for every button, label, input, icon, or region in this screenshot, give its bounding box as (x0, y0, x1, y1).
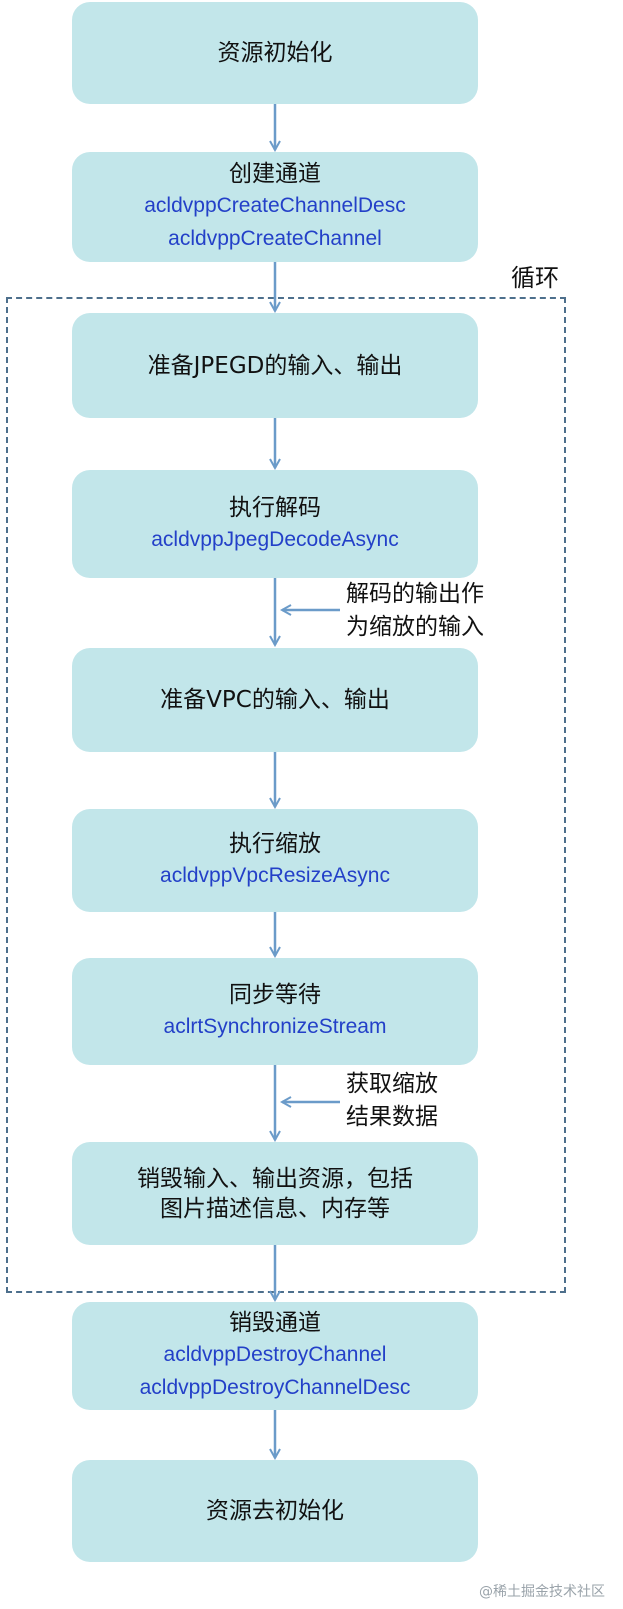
api-name: acldvppCreateChannelDesc (144, 194, 406, 217)
node-prepare-jpegd: 准备JPEGD的输入、输出 (72, 313, 478, 418)
node-resource-init: 资源初始化 (72, 2, 478, 104)
node-title: 执行解码 (229, 494, 321, 521)
loop-boundary (6, 297, 566, 1293)
node-destroy-channel: 销毁通道 acldvppDestroyChannel acldvppDestro… (72, 1302, 478, 1410)
node-resize: 执行缩放 acldvppVpcResizeAsync (72, 809, 478, 912)
note-line: 获取缩放 (346, 1071, 438, 1097)
api-name: acldvppDestroyChannelDesc (139, 1376, 411, 1399)
node-prepare-vpc: 准备VPC的输入、输出 (72, 648, 478, 752)
node-title: 准备JPEGD的输入、输出 (147, 352, 403, 379)
note-line: 结果数据 (346, 1104, 438, 1130)
node-title: 创建通道 (229, 161, 321, 187)
api-name: acldvppDestroyChannel (163, 1343, 387, 1366)
node-subtitle: 图片描述信息、内存等 (160, 1195, 390, 1222)
api-name: acldvppVpcResizeAsync (160, 864, 390, 887)
node-title: 同步等待 (229, 982, 321, 1008)
api-name: acldvppCreateChannel (168, 227, 382, 250)
note-line: 解码的输出作 (346, 581, 484, 607)
watermark: @稀土掘金技术社区 (479, 1584, 605, 1600)
api-name: acldvppJpegDecodeAsync (151, 527, 399, 551)
loop-label: 循环 (511, 264, 559, 292)
node-title: 准备VPC的输入、输出 (160, 687, 390, 713)
note-line: 为缩放的输入 (346, 614, 484, 640)
node-title: 资源初始化 (217, 40, 333, 66)
note-resize-result: 获取缩放 结果数据 (346, 1068, 438, 1134)
note-decode-output: 解码的输出作 为缩放的输入 (346, 578, 484, 644)
api-name: aclrtSynchronizeStream (163, 1015, 387, 1038)
node-sync-wait: 同步等待 aclrtSynchronizeStream (72, 958, 478, 1065)
node-title: 执行缩放 (229, 831, 321, 857)
node-resource-deinit: 资源去初始化 (72, 1460, 478, 1562)
node-title: 销毁通道 (229, 1310, 321, 1336)
node-decode: 执行解码 acldvppJpegDecodeAsync (72, 470, 478, 578)
node-create-channel: 创建通道 acldvppCreateChannelDesc acldvppCre… (72, 152, 478, 262)
node-title: 销毁输入、输出资源，包括 (137, 1165, 413, 1192)
node-title: 资源去初始化 (206, 1498, 344, 1524)
node-destroy-io: 销毁输入、输出资源，包括 图片描述信息、内存等 (72, 1142, 478, 1245)
